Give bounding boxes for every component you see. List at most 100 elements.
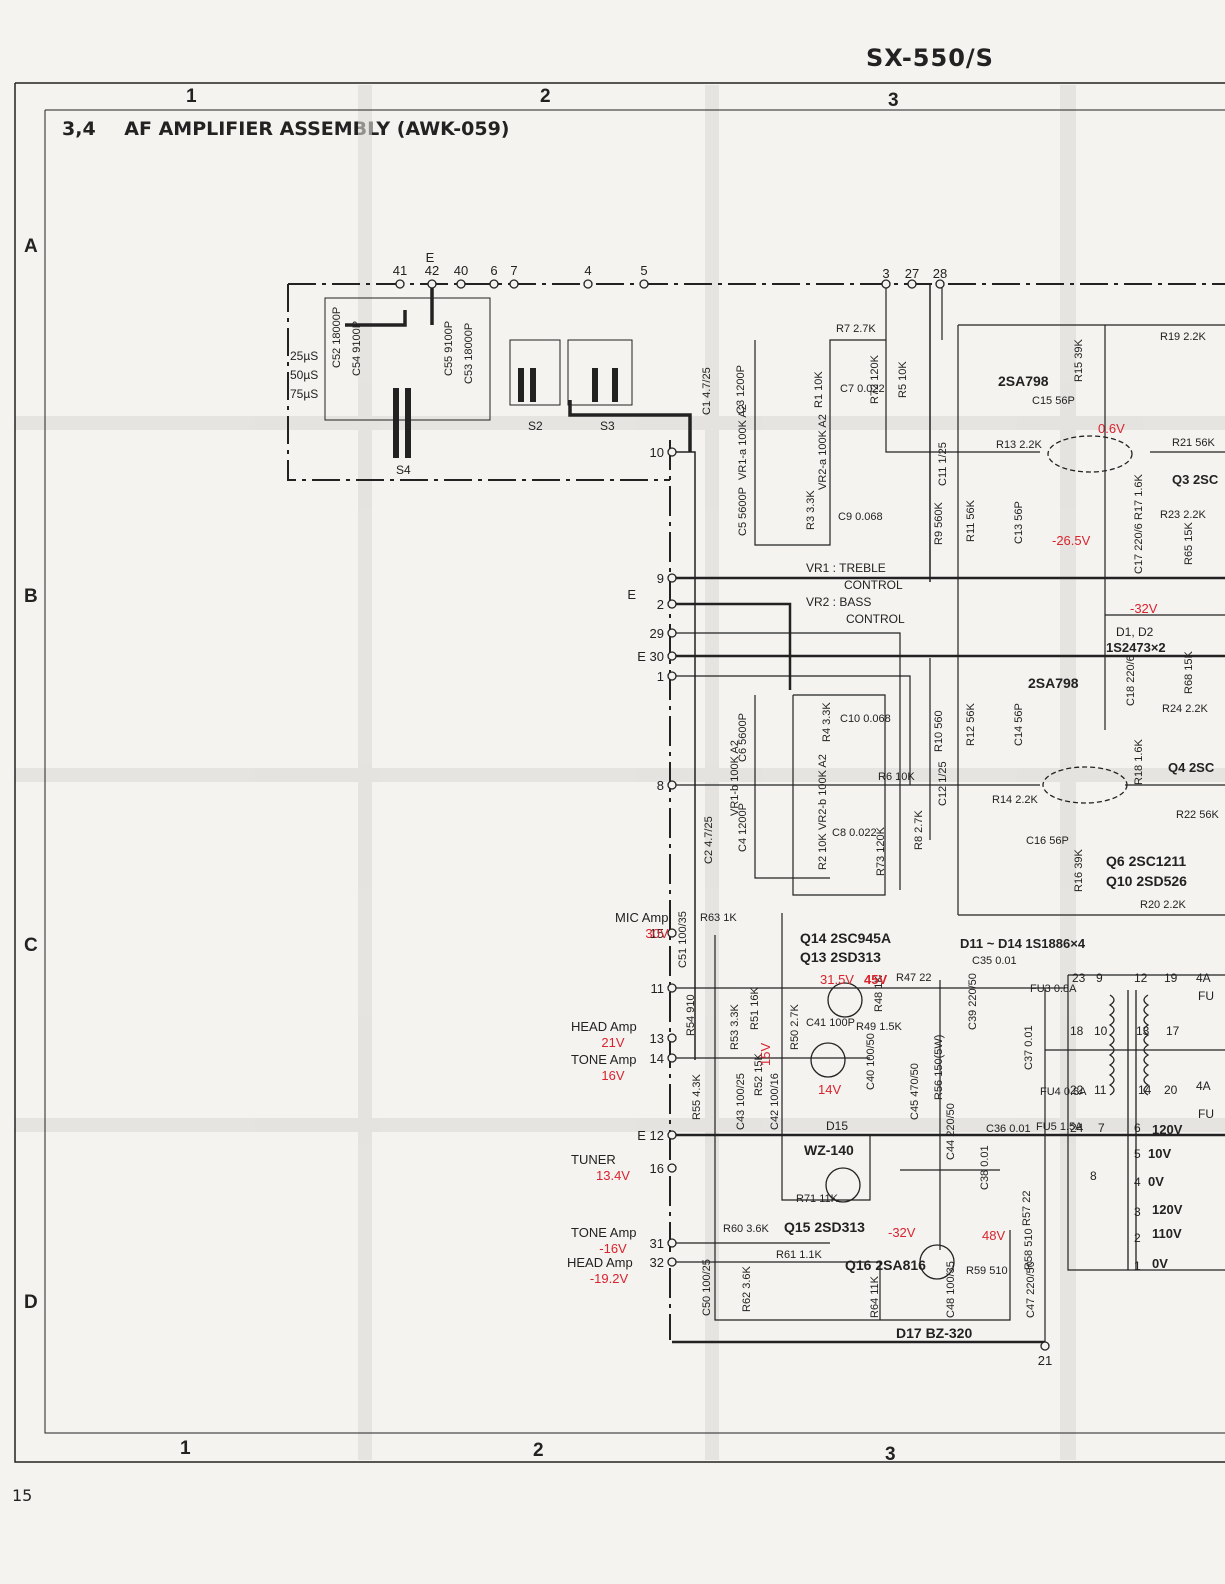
terminal-label: 15	[650, 926, 664, 941]
transformer-tap: 0V	[1152, 1256, 1168, 1271]
terminal-pin	[509, 279, 519, 289]
transformer-tap: 10V	[1148, 1146, 1171, 1161]
terminal-label: 40	[454, 263, 468, 278]
terminal-label: 2	[657, 597, 664, 612]
page-number: 15	[12, 1486, 33, 1505]
component-label: R11 56K	[965, 499, 977, 542]
voltage-label: -32V	[888, 1225, 916, 1240]
transformer-pin: 11	[1094, 1083, 1107, 1097]
component-label: C7 0.022	[840, 383, 885, 395]
terminal-pin	[489, 279, 499, 289]
component-label: R19 2.2K	[1160, 331, 1207, 343]
io-label: HEAD Amp	[567, 1255, 633, 1270]
transistor-label: Q15 2SD313	[784, 1219, 865, 1235]
terminal-label: 10	[650, 445, 664, 460]
io-label: TUNER	[571, 1152, 616, 1167]
io-label: HEAD Amp	[571, 1019, 637, 1034]
io-label: TONE Amp	[571, 1052, 637, 1067]
voltage-label: 31.5V	[820, 972, 854, 987]
component-label: C55 9100P	[443, 321, 455, 376]
transformer-pin: 23	[1072, 971, 1086, 985]
io-voltage: 13.4V	[596, 1168, 630, 1183]
terminal-label: 5	[640, 263, 647, 278]
terminal-pin	[667, 928, 677, 938]
terminal-label: 4	[584, 263, 591, 278]
column-number: 2	[540, 86, 551, 107]
component-label: C1 4.7/25	[701, 367, 713, 415]
terminal-label: 29	[650, 626, 664, 641]
switch-label: S3	[600, 419, 615, 433]
io-label: MIC Amp	[615, 910, 668, 925]
diode-label: D17 BZ-320	[896, 1325, 972, 1341]
component-label: R21 56K	[1172, 437, 1215, 449]
transformer-pin: 8	[1090, 1169, 1097, 1183]
component-label: R49 1.5K	[856, 1021, 903, 1033]
transistor-label: Q3 2SC	[1172, 472, 1219, 487]
terminal-label: 6	[490, 263, 497, 278]
terminal-label: 13	[650, 1031, 664, 1046]
component-label: R65 15K	[1183, 522, 1195, 565]
transformer-pin: 2	[1134, 1231, 1141, 1245]
deemphasis-label: 75µS	[290, 387, 318, 401]
diode-label: D11 ~ D14 1S1886×4	[960, 936, 1086, 951]
component-label: R72 120K	[869, 354, 881, 404]
component-label: C4 1200P	[737, 803, 749, 852]
row-letter: D	[24, 1292, 38, 1313]
transformer-pin: 7	[1098, 1121, 1105, 1135]
transistor-label: 2SA798	[998, 373, 1049, 389]
transistor-label: 2SA798	[1028, 675, 1079, 691]
terminal-label: 7	[510, 263, 517, 278]
component-label: C15 56P	[1032, 395, 1075, 407]
component-label: R15 39K	[1073, 339, 1085, 382]
terminal-pin	[667, 780, 677, 790]
component-label: R4 3.3K	[821, 702, 833, 742]
diode-label: WZ-140	[804, 1142, 854, 1158]
component-label: R3 3.3K	[805, 490, 817, 530]
terminal-pin	[935, 279, 945, 289]
component-label: R23 2.2K	[1160, 509, 1207, 521]
transformer-pin: 1	[1134, 1259, 1141, 1273]
io-voltage: 21V	[601, 1035, 624, 1050]
transformer-pin: 5	[1134, 1147, 1141, 1161]
component-label: R9 560K	[933, 502, 945, 545]
component-label: C35 0.01	[972, 955, 1017, 967]
transformer-tap: 120V	[1152, 1122, 1183, 1137]
transformer-pin: 17	[1166, 1024, 1180, 1038]
terminal-pin	[667, 447, 677, 457]
deemphasis-label: 50µS	[290, 368, 318, 382]
io-voltage: 30V	[645, 926, 668, 941]
diagram-title: 3,4 AF AMPLIFIER ASSEMBLY (AWK-059)	[62, 118, 531, 140]
terminal-pin	[427, 279, 437, 289]
row-letter: A	[24, 236, 38, 257]
voltage-label: 15V	[758, 1043, 773, 1066]
component-label: C12 1/25	[937, 761, 949, 806]
voltage-label: 0.6V	[1098, 421, 1125, 436]
terminal-pin	[667, 628, 677, 638]
component-label: R7 2.7K	[836, 323, 876, 335]
terminal-pin	[667, 983, 677, 993]
terminal-pin	[1040, 1341, 1050, 1351]
component-label: R14 2.2K	[992, 794, 1039, 806]
transformer-tap: 110V	[1152, 1226, 1182, 1241]
section-number: 3,4	[62, 118, 96, 140]
io-voltage: -19.2V	[590, 1271, 629, 1286]
transformer-pin: 22	[1070, 1083, 1084, 1097]
legend-text: VR2 : BASS	[806, 595, 871, 609]
component-label: C5 5600P	[737, 487, 749, 536]
component-label: R48 1K	[873, 975, 885, 1012]
column-number: 1	[180, 1438, 191, 1459]
voltage-label: 14V	[818, 1082, 841, 1097]
terminal-label: E 30	[637, 649, 664, 664]
transformer-pin: 4	[1134, 1175, 1141, 1189]
component-label: R2 10K	[817, 833, 829, 870]
component-label: R51 16K	[749, 987, 761, 1030]
transformer-pin: 9	[1096, 971, 1103, 985]
terminal-pin	[907, 279, 917, 289]
component-label: R55 4.3K	[691, 1073, 703, 1120]
transistors	[810, 435, 1133, 1280]
component-label: R63 1K	[700, 912, 737, 924]
terminal-label: E	[627, 587, 636, 602]
